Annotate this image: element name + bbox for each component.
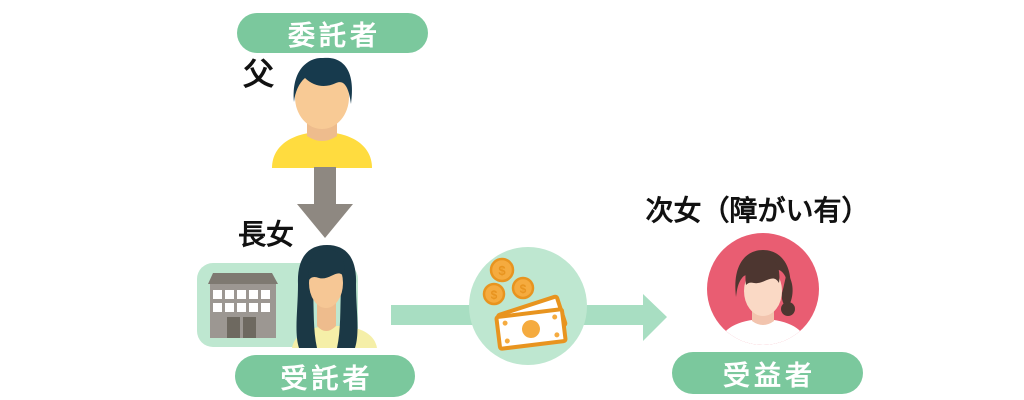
trustee-person-label: 長女 [238,220,295,251]
beneficiary-person-label: 次女（障がい有） [645,196,870,227]
woman-avatar-icon [292,245,377,348]
building-icon [208,273,278,338]
cash-and-coins-icon: $ $ $ [469,247,587,365]
trustor-person-label: 父 [243,57,274,92]
trustee-role-pill: 受託者 [235,355,415,397]
beneficiary-role-pill: 受益者 [672,352,863,394]
svg-text:$: $ [498,263,506,278]
trustor-role-label: 委託者 [288,20,381,51]
trustee-role-label: 受託者 [280,363,374,394]
down-arrow-icon [297,167,353,238]
man-avatar-icon [272,57,372,168]
beneficiary-role-label: 受益者 [723,360,816,391]
trustor-role-pill: 委託者 [237,13,428,53]
woman-avatar-circle-icon [707,233,819,345]
svg-text:$: $ [520,282,527,296]
svg-text:$: $ [491,288,498,302]
